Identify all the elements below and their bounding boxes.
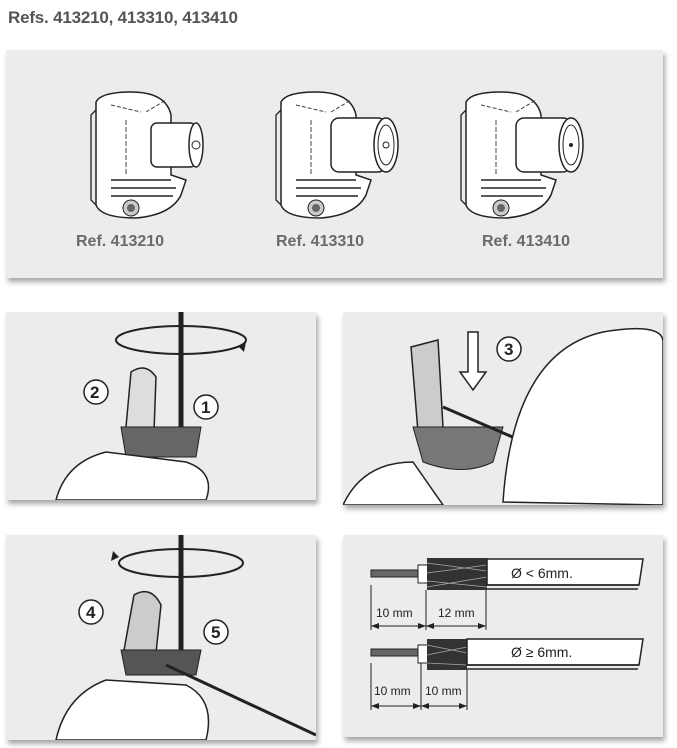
page-title: Refs. 413210, 413310, 413410 [8,8,238,27]
diameter-label: Ø ≥ 6mm. [511,644,572,660]
diameter-label: Ø < 6mm. [511,565,573,581]
hand-icon [55,679,210,740]
step-illustration: 4 5 [55,535,316,740]
connector-male-icon [90,91,204,219]
step-panel-open-cover: 2 1 [6,312,316,500]
arrow-down-icon [458,331,488,392]
step-number: 1 [201,398,210,417]
hand-icon [55,451,210,500]
cable-stripping-panel: Ø < 6mm. 10 mm 12 mm Ø ≥ 6mm. 10 mm 10 m… [343,535,663,737]
step-number: 2 [90,383,99,402]
dimension-label: 10 mm [376,606,413,620]
step-panel-insert-cable: 3 [343,312,663,505]
hand-icon [343,461,444,505]
cable-small-icon [370,558,644,590]
step-illustration: 3 [343,327,663,505]
cable-large-icon [370,638,644,670]
step-panel-close-cover: 4 5 [6,535,316,740]
dimension-label: 10 mm [374,684,411,698]
product-label: Ref. 413410 [482,233,571,250]
open-cover-icon [125,367,157,433]
products-panel: Ref. 413210 Ref. 413310 Ref. 413410 [6,50,663,278]
cable-icon [165,663,316,737]
product-label: Ref. 413310 [276,233,365,250]
cable-stripping-diagram: Ø < 6mm. 10 mm 12 mm Ø ≥ 6mm. 10 mm 10 m… [370,558,644,710]
step-number: 4 [86,603,96,622]
product-label: Ref. 413210 [76,233,165,250]
dimension-label: 12 mm [438,606,475,620]
step-number: 3 [504,340,513,359]
connector-female-icon [275,91,399,219]
hand-icon [502,327,663,505]
step-number: 5 [211,623,220,642]
step-illustration: 2 1 [55,312,247,500]
connector-female-icon [460,91,584,219]
connector-illustrations [90,91,584,219]
dimension-label: 10 mm [425,684,462,698]
